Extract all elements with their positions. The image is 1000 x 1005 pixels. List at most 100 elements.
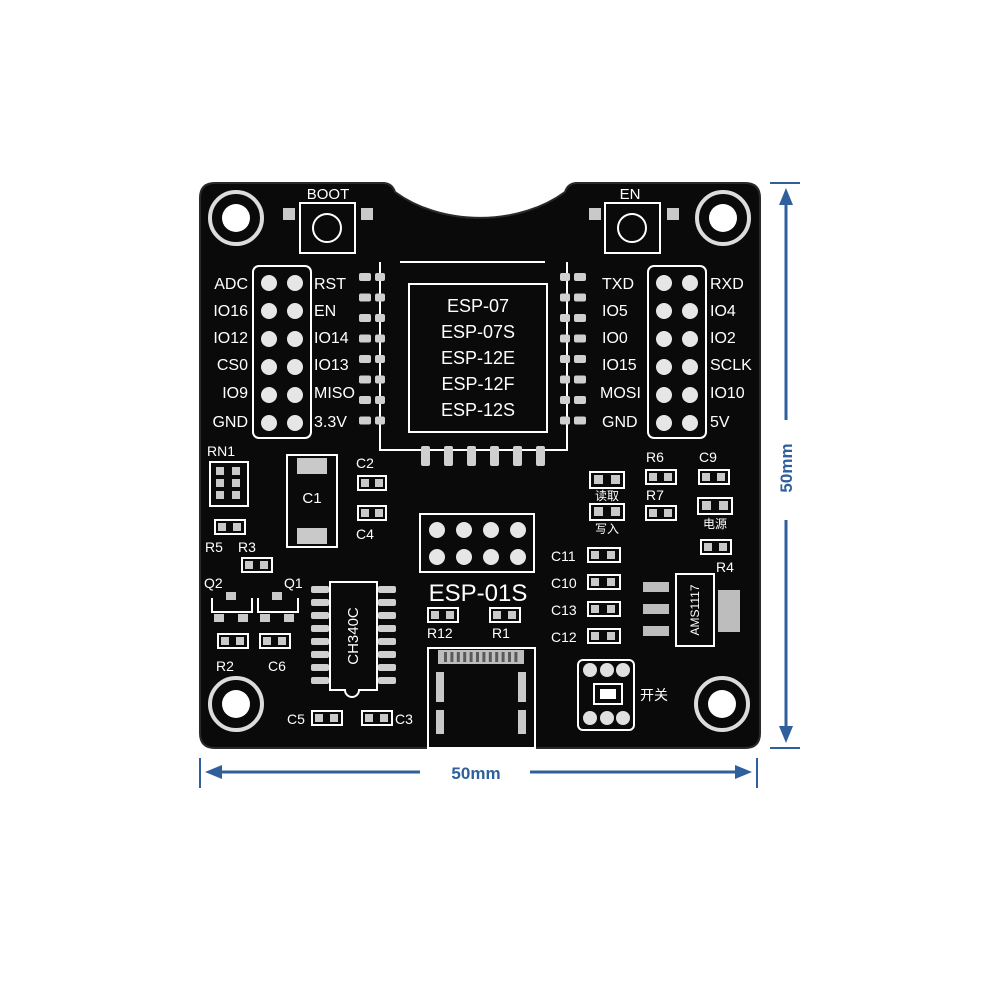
rn1-resistor-network: RN1 bbox=[207, 443, 249, 507]
module-pad bbox=[490, 446, 499, 466]
right-header-label-2: IO5 bbox=[602, 303, 628, 320]
power-switch[interactable]: 开关 bbox=[577, 659, 668, 731]
c12-capacitor: C12 bbox=[551, 628, 621, 645]
r5-resistor: R5 bbox=[205, 519, 246, 555]
chip-pin bbox=[378, 586, 396, 593]
esp01s-pin bbox=[429, 549, 445, 565]
r2-label: R2 bbox=[216, 658, 234, 674]
esp01s-socket: ESP-01S bbox=[419, 513, 535, 607]
right-header-label-12: 5V bbox=[710, 414, 730, 431]
r4-label: R4 bbox=[716, 559, 734, 575]
boot-button[interactable]: BOOT bbox=[283, 186, 373, 254]
module-pad bbox=[560, 334, 570, 343]
left-header-label-6: GND bbox=[212, 414, 248, 431]
left-header-label-9: IO14 bbox=[314, 330, 349, 347]
esp-module-footprint: ESP-07 ESP-07S ESP-12E ESP-12F ESP-12S bbox=[359, 261, 586, 466]
height-dimension-label: 50mm bbox=[777, 443, 796, 492]
usb-pin bbox=[444, 652, 447, 662]
left-header-label-8: EN bbox=[314, 303, 336, 320]
mounting-hole-bottom-left bbox=[208, 676, 264, 732]
c13-capacitor: C13 bbox=[551, 601, 621, 618]
chip-pin bbox=[311, 599, 329, 606]
header-pin bbox=[287, 359, 303, 375]
c11-label: C11 bbox=[551, 548, 576, 564]
c10-capacitor: C10 bbox=[551, 574, 621, 591]
module-pad bbox=[574, 396, 586, 404]
module-pad bbox=[574, 416, 586, 425]
left-header-label-3: IO12 bbox=[213, 330, 248, 347]
module-pad bbox=[574, 273, 586, 281]
r6-resistor: R6 bbox=[645, 449, 677, 485]
module-pad bbox=[560, 355, 570, 363]
left-header-label-11: MISO bbox=[314, 385, 355, 402]
module-pad bbox=[513, 446, 522, 466]
left-header-label-5: IO9 bbox=[222, 385, 248, 402]
chip-pin bbox=[311, 586, 329, 593]
en-button[interactable]: EN bbox=[589, 186, 679, 254]
r1-label: R1 bbox=[492, 625, 510, 641]
usb-pin bbox=[463, 652, 467, 662]
ch340c-label: CH340C bbox=[345, 607, 362, 665]
right-pin-header: TXD IO5 IO0 IO15 MOSI GND RXD IO4 IO2 SC… bbox=[600, 265, 752, 439]
r3-resistor: R3 bbox=[238, 539, 273, 573]
esp01s-pin bbox=[483, 549, 499, 565]
chip-pin bbox=[378, 664, 396, 671]
module-pad bbox=[359, 396, 371, 404]
left-header-label-1: ADC bbox=[214, 276, 248, 293]
header-pin bbox=[656, 387, 672, 403]
module-pad bbox=[421, 446, 430, 466]
c1-capacitor: C1 bbox=[286, 454, 338, 548]
header-pin bbox=[261, 275, 277, 291]
esp01s-pin bbox=[456, 522, 472, 538]
c2-capacitor: C2 bbox=[356, 455, 387, 491]
write-label: 写入 bbox=[595, 522, 619, 536]
header-pin bbox=[682, 359, 698, 375]
module-pad bbox=[359, 293, 371, 302]
usb-pin bbox=[495, 652, 499, 662]
power-led: 电源 bbox=[697, 497, 733, 531]
c9-capacitor: C9 bbox=[698, 449, 730, 485]
chip-pin bbox=[311, 651, 329, 658]
header-pin bbox=[287, 275, 303, 291]
module-pad bbox=[375, 375, 385, 384]
module-pad bbox=[359, 355, 371, 363]
r6-label: R6 bbox=[646, 449, 664, 465]
chip-pin bbox=[378, 638, 396, 645]
module-pad bbox=[359, 375, 371, 384]
header-pin bbox=[656, 303, 672, 319]
c12-label: C12 bbox=[551, 629, 577, 645]
r12-label: R12 bbox=[427, 625, 453, 641]
ch340c-chip: CH340C bbox=[311, 581, 396, 698]
module-pad bbox=[560, 375, 570, 384]
module-pad bbox=[444, 446, 453, 466]
module-pad bbox=[375, 334, 385, 343]
module-type-4: ESP-12F bbox=[441, 374, 514, 394]
chip-pin bbox=[311, 612, 329, 619]
c6-label: C6 bbox=[268, 658, 286, 674]
c11-capacitor: C11 bbox=[551, 547, 621, 564]
mounting-hole-top-left bbox=[208, 190, 264, 246]
mounting-hole-bottom-right bbox=[694, 676, 750, 732]
chip-pin bbox=[378, 677, 396, 684]
right-header-label-5: MOSI bbox=[600, 385, 641, 402]
header-pin bbox=[287, 331, 303, 347]
mounting-hole-top-right bbox=[695, 190, 751, 246]
module-pad bbox=[560, 293, 570, 302]
module-pad bbox=[375, 355, 385, 363]
module-pad bbox=[375, 314, 385, 322]
right-header-label-9: IO2 bbox=[710, 330, 736, 347]
chip-pin bbox=[378, 651, 396, 658]
q2-transistor: Q2 bbox=[204, 575, 253, 622]
width-dimension-label: 50mm bbox=[451, 764, 500, 783]
c4-label: C4 bbox=[356, 526, 374, 542]
esp01s-label: ESP-01S bbox=[429, 580, 528, 607]
header-pin bbox=[287, 415, 303, 431]
usb-c-connector bbox=[427, 647, 536, 749]
r4-resistor: R4 bbox=[700, 539, 734, 575]
right-header-label-8: IO4 bbox=[710, 303, 736, 320]
r12-resistor: R12 bbox=[427, 607, 459, 641]
module-pad bbox=[536, 446, 545, 466]
right-header-label-6: GND bbox=[602, 414, 638, 431]
header-pin bbox=[682, 331, 698, 347]
